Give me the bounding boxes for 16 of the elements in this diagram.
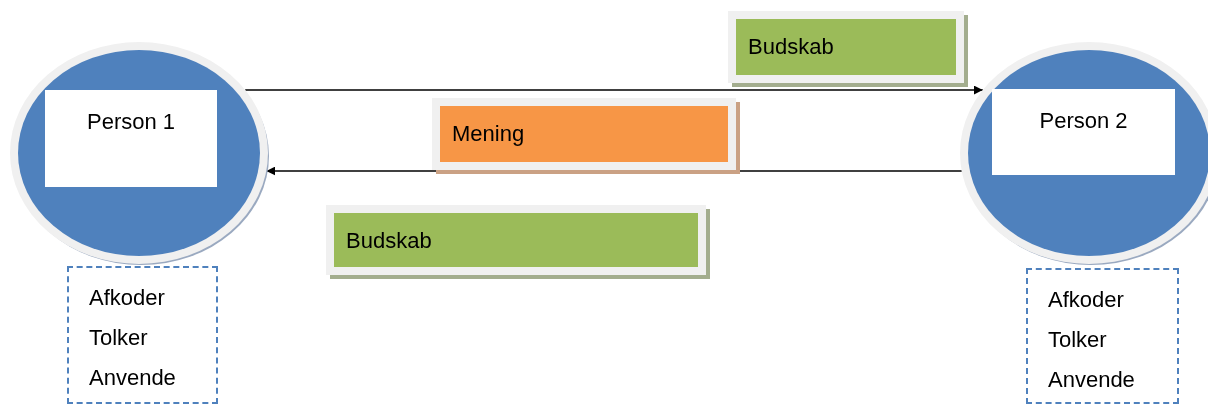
role-text: Tolker: [1048, 326, 1108, 354]
role-box: [67, 266, 218, 404]
person-label: Person 1: [85, 108, 177, 136]
role-text: Anvende: [89, 364, 177, 392]
role-text: Tolker: [89, 324, 149, 352]
role-text: Afkoder: [89, 284, 166, 312]
name-box: [45, 90, 217, 187]
role-box: [1026, 268, 1179, 404]
role-text: Afkoder: [1048, 286, 1125, 314]
person-label: Person 2: [1038, 107, 1129, 135]
role-text: Anvende: [1048, 366, 1136, 394]
bar-label: Budskab: [346, 227, 433, 255]
bar-label: Budskab: [748, 33, 835, 61]
bar-label: Mening: [452, 120, 526, 148]
arrow: [244, 85, 984, 95]
name-box: [992, 89, 1175, 175]
